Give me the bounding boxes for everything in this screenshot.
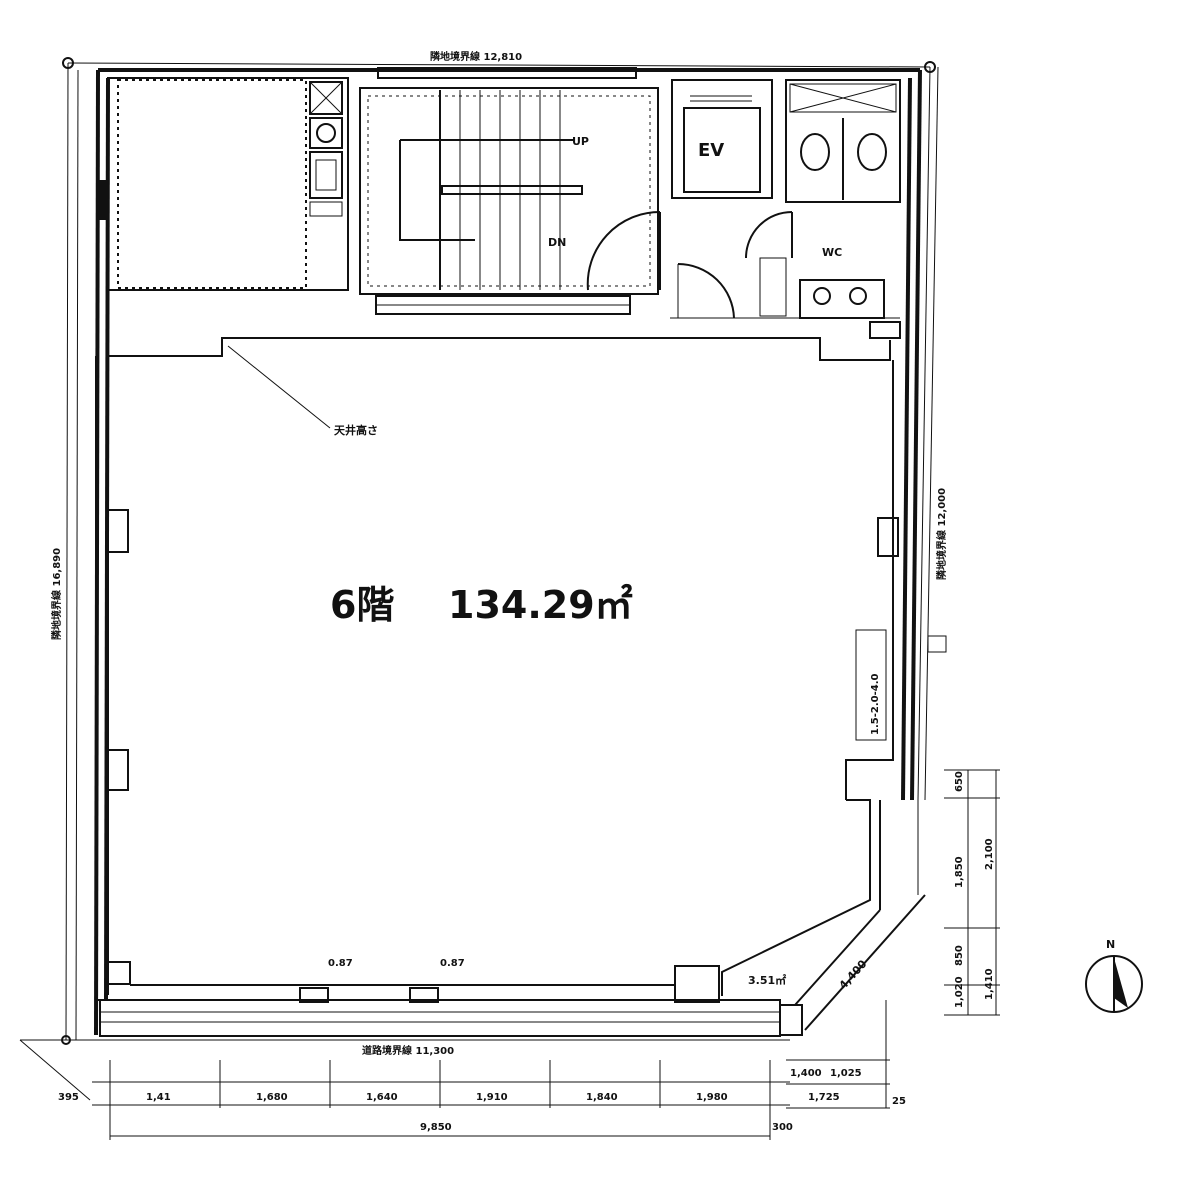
dim-r3: 1,410: [984, 968, 995, 1000]
stair-down-label: DN: [548, 236, 566, 249]
elevator: EV: [671, 79, 773, 199]
dim-bottom: 道路境界線 11,300: [362, 1044, 454, 1057]
dim-r2: 2,100: [984, 838, 995, 870]
right-annotation: 1.5-2.0-4.0: [855, 629, 947, 741]
dimensions: 隣地境界線 12,810 隣地境界線 16,890 隣地境界線 12,000 道…: [19, 50, 1000, 1140]
compass-north-label: N: [1106, 938, 1115, 951]
dim-b3: 1,640: [366, 1092, 398, 1103]
hall-doors: [586, 210, 901, 339]
north-compass: N: [1085, 938, 1143, 1013]
dim-top: 隣地境界線 12,810: [430, 50, 522, 63]
dim-r5: 850: [954, 945, 965, 966]
side-boundary-note: 1.5-2.0-4.0: [870, 674, 881, 735]
floor-area: 134.29㎡: [448, 583, 633, 627]
bottom-balcony: 0.87 0.87: [99, 958, 781, 1037]
dim-b7: 1,400: [790, 1068, 822, 1079]
storage-room: [107, 77, 349, 291]
slanted-facade: 4,400: [779, 800, 926, 1036]
elevator-label: EV: [698, 140, 724, 161]
wc-label: WC: [822, 246, 842, 259]
dim-b2: 1,680: [256, 1092, 288, 1103]
pillar-a-label: 0.87: [328, 958, 353, 969]
dim-r6: 1,020: [954, 976, 965, 1008]
dim-b6: 1,980: [696, 1092, 728, 1103]
pillar-b-label: 0.87: [440, 958, 465, 969]
dim-b1: 1,41: [146, 1092, 171, 1103]
dim-edge-left: 395: [58, 1092, 79, 1103]
dim-b4: 1,910: [476, 1092, 508, 1103]
floor-label: 6階: [330, 583, 394, 627]
exterior-walls: [94, 67, 922, 1036]
dim-slant: 1,025: [830, 1068, 862, 1079]
dim-wr: 25: [892, 1096, 906, 1107]
dim-b5: 1,840: [586, 1092, 618, 1103]
property-boundary: [20, 57, 939, 1045]
diag-dim: 4,400: [837, 957, 870, 992]
dim-right: 隣地境界線 12,000: [935, 488, 948, 580]
dim-b9: 1,725: [808, 1092, 840, 1103]
toilet-area: WC: [745, 79, 901, 319]
stair-up-label: UP: [572, 135, 589, 148]
office-space: 天井高さ 6階 134.29㎡ 3.51㎡: [95, 337, 899, 1003]
small-area-label: 3.51㎡: [748, 973, 786, 987]
stair: UP DN: [359, 87, 659, 315]
dim-r1: 1,850: [954, 856, 965, 888]
dim-r4: 650: [954, 771, 965, 792]
dim-left: 隣地境界線 16,890: [50, 548, 63, 640]
dim-total: 9,850: [420, 1122, 452, 1133]
dim-edge-right: 300: [772, 1122, 793, 1133]
ceiling-note: 天井高さ: [334, 423, 378, 437]
